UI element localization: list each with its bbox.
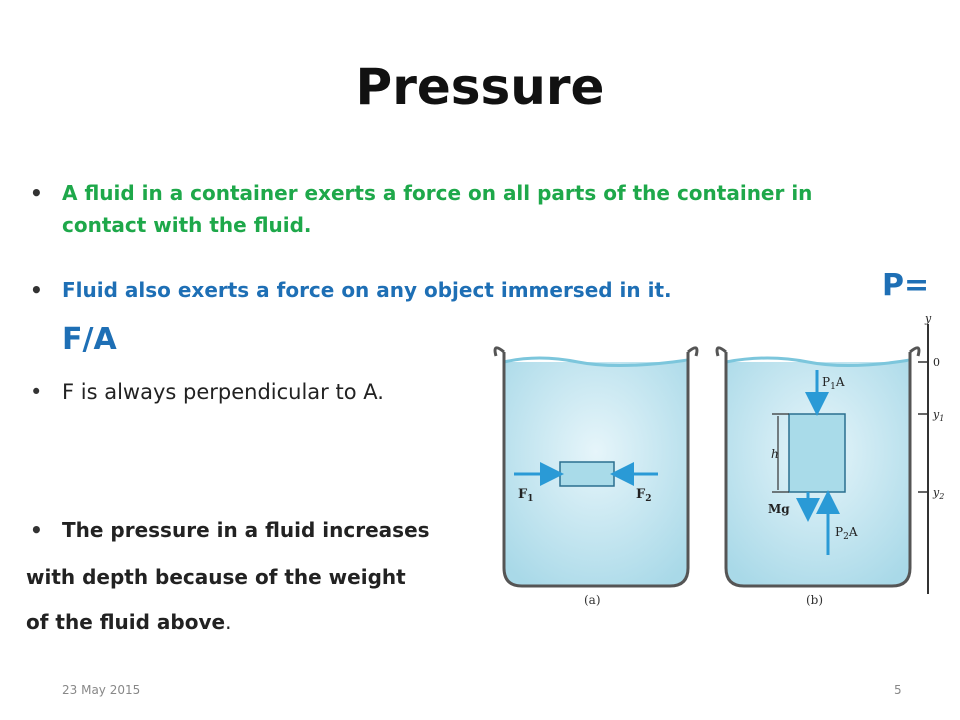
label-mg: Mg	[768, 502, 790, 516]
block-a	[559, 461, 615, 487]
label-f2: F2	[636, 487, 652, 504]
formula-p: P=	[882, 268, 930, 303]
label-h: h	[771, 447, 779, 461]
bullet-2: • Fluid also exerts a force on any objec…	[30, 274, 672, 306]
y-axis-label: y	[924, 312, 932, 325]
continuation-2-period: .	[225, 610, 232, 634]
bullet-3-text: F is always perpendicular to A.	[62, 380, 384, 404]
footer-page-number: 5	[894, 683, 902, 697]
bullet-1: • A fluid in a container exerts a force …	[30, 177, 942, 241]
label-p2a: P2A	[835, 525, 858, 542]
continuation-2-main: of the fluid above	[26, 610, 226, 634]
container-b: h P1A P2A Mg (b)	[715, 346, 921, 607]
bullet-4: • The pressure in a fluid increases	[30, 514, 430, 546]
y-axis: y 0 y1 y2	[918, 312, 944, 594]
bullet-3: • F is always perpendicular to A.	[30, 376, 384, 408]
bullet-1-line2: contact with the fluid.	[62, 213, 312, 237]
label-f1: F1	[518, 487, 534, 504]
slide-title: Pressure	[355, 58, 605, 116]
block-b	[788, 413, 846, 493]
bullet-2-text: Fluid also exerts a force on any object …	[62, 278, 672, 302]
label-p1a: P1A	[822, 375, 845, 392]
y-tick-0: 0	[933, 356, 940, 369]
label-a: (a)	[584, 593, 601, 607]
bullet-dot: •	[30, 380, 43, 404]
fluid-figure: F1 F2 (a) h P1A P2A Mg (b) y 0 y1 y2	[493, 312, 944, 607]
footer-date: 23 May 2015	[62, 683, 141, 697]
bullet-4-text: The pressure in a fluid increases	[62, 518, 430, 542]
label-b: (b)	[806, 593, 823, 607]
bullet-dot: •	[30, 518, 43, 542]
container-a: F1 F2 (a)	[493, 346, 699, 607]
y-tick-y2: y2	[932, 486, 944, 501]
bullet-dot: •	[30, 278, 43, 302]
bullet-4-continuation-2: of the fluid above.	[26, 606, 231, 638]
y-tick-y1: y1	[932, 408, 944, 423]
bullet-dot: •	[30, 181, 43, 205]
bullet-4-continuation-1: with depth because of the weight	[26, 565, 406, 589]
formula-fa: F/A	[62, 322, 117, 357]
bullet-1-line1: A fluid in a container exerts a force on…	[62, 181, 813, 205]
